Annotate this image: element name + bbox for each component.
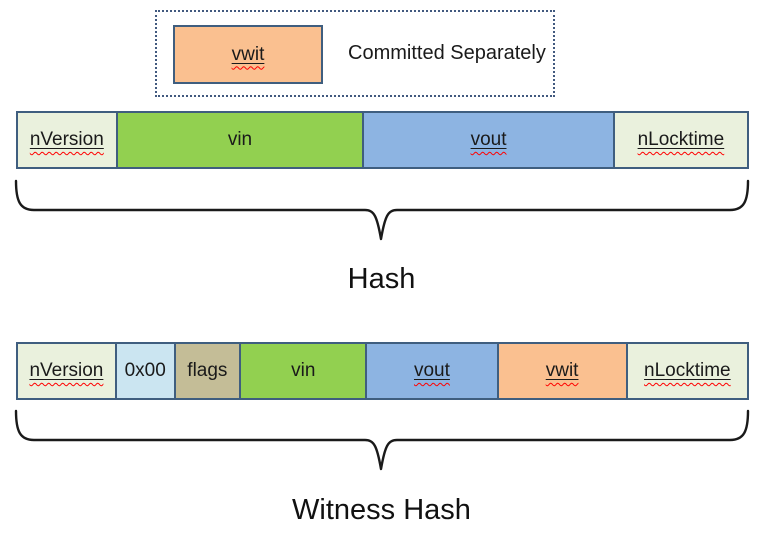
witness-hash-label: Witness Hash xyxy=(292,494,471,526)
field-label: vin xyxy=(291,360,316,381)
legend-swatch-label: vwit xyxy=(231,43,265,65)
field-cell-vin: vin xyxy=(117,113,363,167)
legend-caption: Committed Separately xyxy=(348,42,546,64)
field-label: nLocktime xyxy=(637,129,725,150)
field-cell-vout: vout xyxy=(367,344,497,398)
hash-brace xyxy=(14,179,750,241)
field-cell-vwit: vwit xyxy=(498,344,626,398)
field-cell-vout: vout xyxy=(364,113,613,167)
field-cell-nVersion: nVersion xyxy=(18,113,116,167)
witness-serialization-row: nVersion 0x00 flags vin vout vwit nLocktime xyxy=(16,342,749,400)
field-label: 0x00 xyxy=(124,360,166,381)
field-label: nVersion xyxy=(29,360,104,381)
field-label: flags xyxy=(187,360,228,381)
field-label: vin xyxy=(227,129,253,150)
field-cell-flags: flags xyxy=(175,344,240,398)
field-cell-nVersion: nVersion xyxy=(18,344,115,398)
field-label: vout xyxy=(470,129,507,150)
field-cell-nLocktime: nLocktime xyxy=(614,113,747,167)
witness-hash-brace xyxy=(14,409,750,471)
legend-swatch-vwit: vwit xyxy=(173,25,323,84)
hash-serialization-row: nVersion vin vout nLocktime xyxy=(16,111,749,169)
field-cell-nLocktime: nLocktime xyxy=(627,344,748,398)
legend-box: vwit Committed Separately xyxy=(155,10,555,97)
field-label: vwit xyxy=(545,360,579,381)
hash-label: Hash xyxy=(347,263,416,295)
field-label: nLocktime xyxy=(644,360,731,381)
field-label: vout xyxy=(413,360,450,381)
field-cell-vin: vin xyxy=(241,344,366,398)
field-label: nVersion xyxy=(29,129,104,150)
field-cell-0x00: 0x00 xyxy=(116,344,174,398)
